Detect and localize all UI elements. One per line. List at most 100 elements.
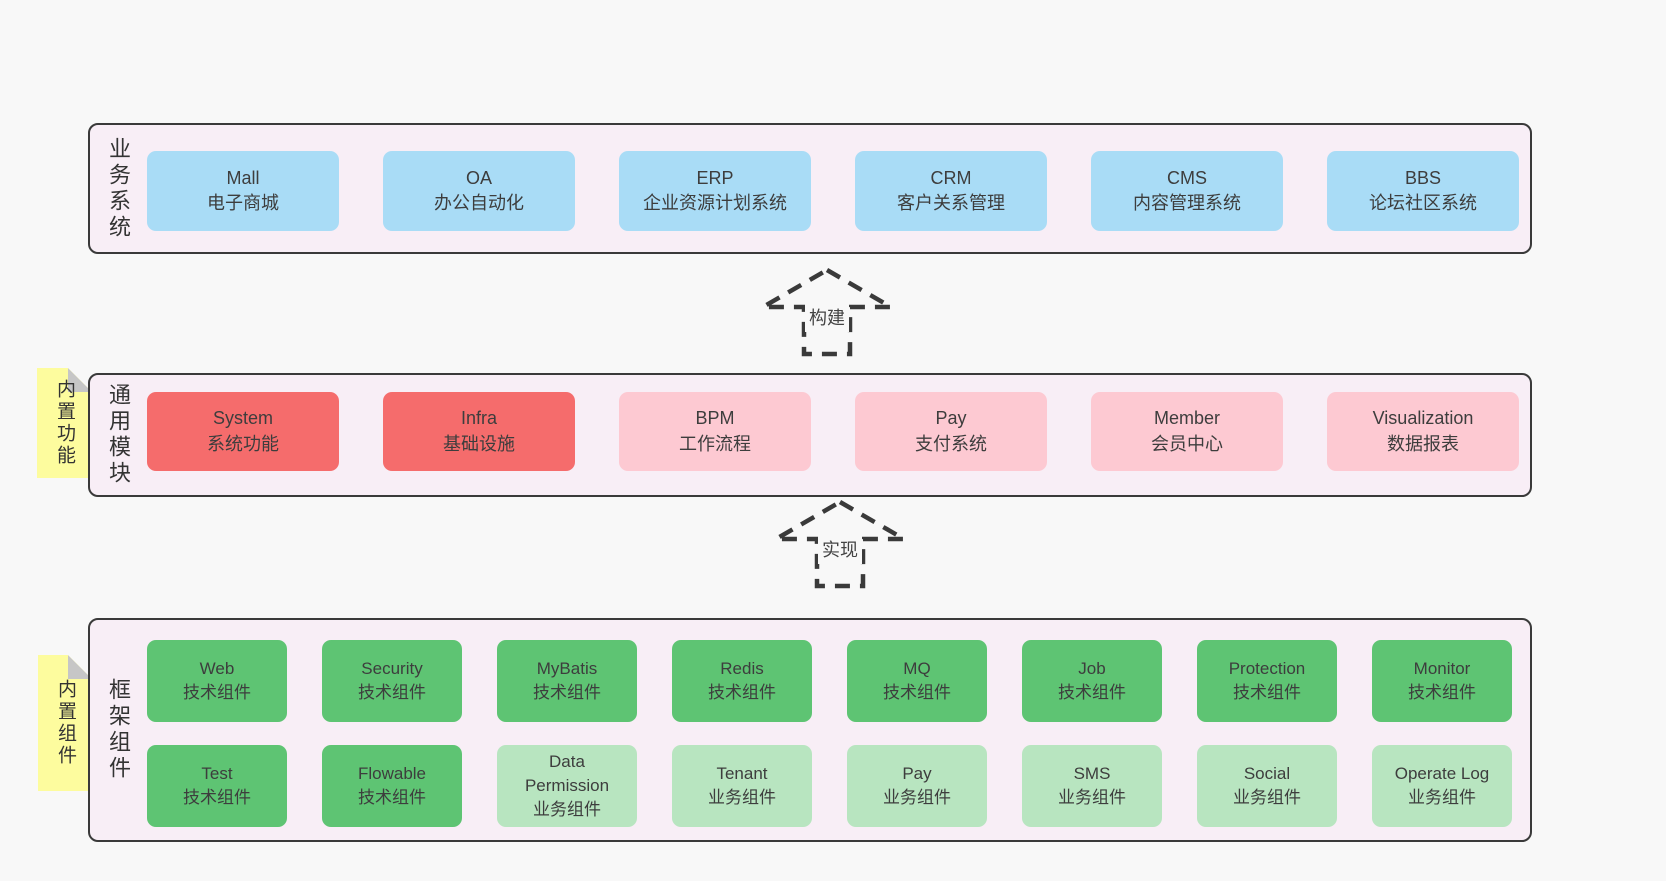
panel-common-modules: 通用模块 System 系统功能 Infra 基础设施 BPM 工作流程 Pay…: [88, 373, 1532, 497]
box-cms: CMS 内容管理系统: [1091, 151, 1283, 231]
box-title: OA: [465, 167, 492, 188]
box-title: Tenant: [716, 764, 768, 784]
sticky-label: 内置组件: [55, 679, 76, 767]
box-oa: OA 办公自动化: [383, 151, 575, 231]
box-title: Protection: [1228, 659, 1306, 679]
box-title: Member: [1153, 408, 1220, 429]
sticky-note-builtin-features: 内置功能: [37, 368, 92, 478]
box-title: Social: [1243, 764, 1291, 784]
box-subtitle: 内容管理系统: [1133, 193, 1241, 213]
box-subtitle: 技术组件: [1408, 683, 1476, 702]
box-subtitle: 会员中心: [1151, 433, 1223, 454]
box-pay-component: Pay 业务组件: [847, 745, 987, 827]
box-title: Redis: [720, 659, 764, 679]
box-subtitle: 技术组件: [883, 683, 951, 702]
box-subtitle: 技术组件: [1058, 683, 1126, 702]
box-title: Visualization: [1372, 408, 1474, 429]
box-subtitle: 电子商城: [207, 193, 279, 213]
box-pay-module: Pay 支付系统: [855, 392, 1047, 471]
build-arrow-icon: 构建: [757, 266, 897, 358]
box-title: Data Permission: [524, 752, 610, 796]
box-subtitle: 业务组件: [1233, 788, 1301, 807]
box-title: Flowable: [357, 764, 427, 784]
box-subtitle: 业务组件: [708, 788, 776, 807]
box-bpm: BPM 工作流程: [619, 392, 811, 471]
box-title: Operate Log: [1394, 764, 1490, 784]
box-mall: Mall 电子商城: [147, 151, 339, 231]
box-subtitle: 技术组件: [358, 788, 426, 807]
implement-arrow-icon: 实现: [770, 498, 910, 590]
box-subtitle: 数据报表: [1387, 433, 1459, 454]
box-redis: Redis 技术组件: [672, 640, 812, 722]
box-tenant: Tenant 业务组件: [672, 745, 812, 827]
box-infra: Infra 基础设施: [383, 392, 575, 471]
box-subtitle: 企业资源计划系统: [643, 193, 787, 213]
box-subtitle: 系统功能: [207, 433, 279, 454]
box-member: Member 会员中心: [1091, 392, 1283, 471]
box-subtitle: 工作流程: [679, 433, 751, 454]
box-title: Mall: [226, 167, 260, 188]
box-title: BPM: [695, 408, 735, 429]
box-title: ERP: [696, 167, 734, 188]
box-erp: ERP 企业资源计划系统: [619, 151, 811, 231]
components-box-row-2: Test 技术组件 Flowable 技术组件 Data Permission …: [147, 745, 1512, 827]
panel-side-label: 框架组件: [106, 678, 131, 782]
box-subtitle: 客户关系管理: [897, 193, 1005, 213]
box-sms: SMS 业务组件: [1022, 745, 1162, 827]
box-subtitle: 论坛社区系统: [1369, 193, 1477, 213]
box-subtitle: 技术组件: [1233, 683, 1301, 702]
box-subtitle: 基础设施: [443, 433, 515, 454]
box-title: Test: [201, 764, 233, 784]
business-box-row: Mall 电子商城 OA 办公自动化 ERP 企业资源计划系统 CRM 客户关系…: [147, 151, 1519, 231]
box-title: System: [212, 408, 273, 429]
box-title: Security: [361, 659, 423, 679]
sticky-note-builtin-components: 内置组件: [38, 655, 92, 791]
box-title: Infra: [460, 408, 498, 429]
components-box-row-1: Web 技术组件 Security 技术组件 MyBatis 技术组件 Redi…: [147, 640, 1512, 722]
panel-side-label: 通用模块: [106, 383, 131, 487]
box-web: Web 技术组件: [147, 640, 287, 722]
box-mybatis: MyBatis 技术组件: [497, 640, 637, 722]
arrow-label: 构建: [805, 302, 849, 332]
box-subtitle: 技术组件: [533, 683, 601, 702]
box-subtitle: 技术组件: [358, 683, 426, 702]
box-job: Job 技术组件: [1022, 640, 1162, 722]
panel-side-label: 业务系统: [106, 136, 131, 241]
box-title: CMS: [1167, 167, 1207, 188]
sticky-label: 内置功能: [54, 379, 75, 467]
box-subtitle: 技术组件: [708, 683, 776, 702]
arrow-label: 实现: [818, 534, 862, 564]
box-title: Web: [199, 659, 235, 679]
box-mq: MQ 技术组件: [847, 640, 987, 722]
box-data-permission: Data Permission 业务组件: [497, 745, 637, 827]
box-operate-log: Operate Log 业务组件: [1372, 745, 1512, 827]
box-title: SMS: [1073, 764, 1111, 784]
box-subtitle: 技术组件: [183, 788, 251, 807]
box-subtitle: 业务组件: [1058, 788, 1126, 807]
modules-box-row: System 系统功能 Infra 基础设施 BPM 工作流程 Pay 支付系统…: [147, 392, 1519, 471]
box-title: Pay: [902, 764, 932, 784]
box-flowable: Flowable 技术组件: [322, 745, 462, 827]
box-title: BBS: [1404, 167, 1442, 188]
box-subtitle: 业务组件: [1408, 788, 1476, 807]
box-subtitle: 办公自动化: [434, 193, 524, 213]
box-subtitle: 支付系统: [915, 433, 987, 454]
box-test: Test 技术组件: [147, 745, 287, 827]
panel-framework-components: 框架组件 Web 技术组件 Security 技术组件 MyBatis 技术组件…: [88, 618, 1532, 842]
box-subtitle: 业务组件: [883, 788, 951, 807]
box-title: Pay: [935, 408, 967, 429]
box-visualization: Visualization 数据报表: [1327, 392, 1519, 471]
box-subtitle: 业务组件: [533, 799, 601, 819]
box-title: MQ: [903, 659, 931, 679]
box-title: Monitor: [1413, 659, 1471, 679]
box-bbs: BBS 论坛社区系统: [1327, 151, 1519, 231]
box-monitor: Monitor 技术组件: [1372, 640, 1512, 722]
box-title: MyBatis: [536, 659, 598, 679]
box-security: Security 技术组件: [322, 640, 462, 722]
box-subtitle: 技术组件: [183, 683, 251, 702]
box-title: CRM: [930, 167, 972, 188]
box-social: Social 业务组件: [1197, 745, 1337, 827]
panel-business-systems: 业务系统 Mall 电子商城 OA 办公自动化 ERP 企业资源计划系统 CRM…: [88, 123, 1532, 254]
box-crm: CRM 客户关系管理: [855, 151, 1047, 231]
